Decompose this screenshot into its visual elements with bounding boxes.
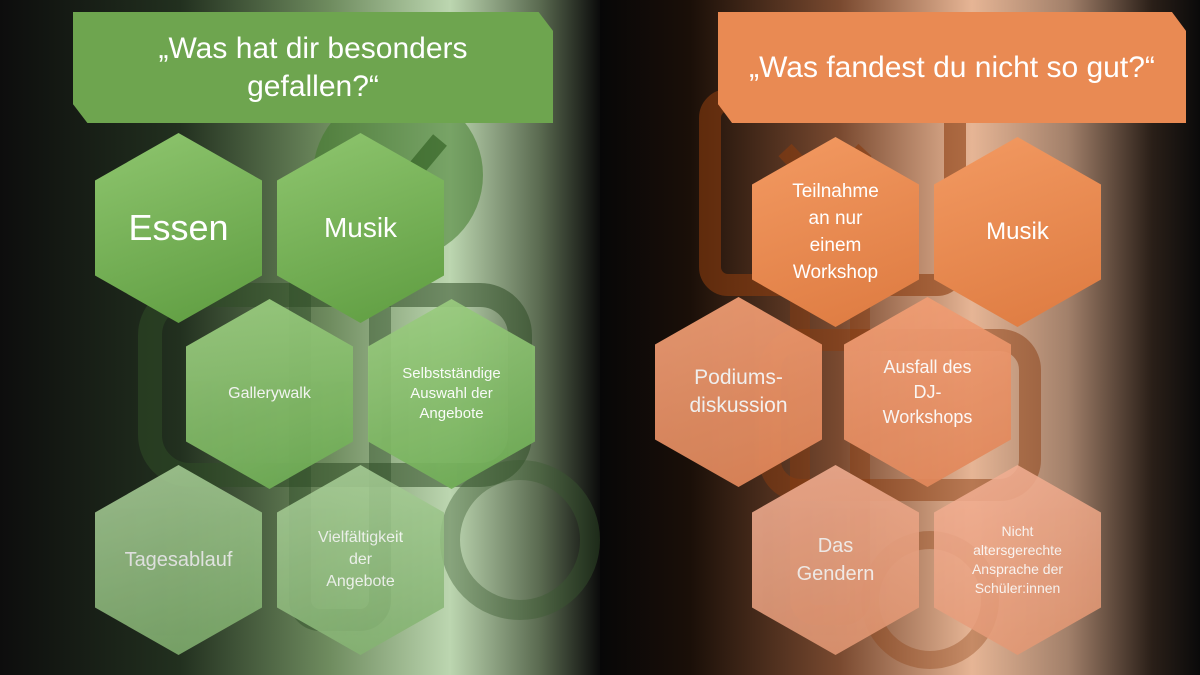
hex-label: Podiums- diskussion — [689, 366, 788, 417]
hex-label: Musik — [323, 212, 398, 243]
hex-label: Musik — [986, 218, 1049, 245]
title-banner-disliked: „Was fandest du nicht so gut?“ — [718, 12, 1186, 123]
right-panel: „Was fandest du nicht so gut?“ Teilnahme… — [600, 0, 1200, 675]
hex-label: Das Gendern — [796, 535, 875, 585]
hex-label: Teilnahme an nur einem Workshop — [792, 181, 879, 283]
hex-label: Nicht altersgerechte Ansprache der Schül… — [971, 523, 1064, 596]
title-disliked: „Was fandest du nicht so gut?“ — [749, 50, 1155, 84]
title-banner-liked: „Was hat dir besonders gefallen?“ — [73, 12, 553, 123]
hex-label: Selbstständige Auswahl der Angebote — [402, 365, 501, 422]
hex-label: Vielfältigkeit der Angebote — [317, 529, 404, 590]
hex-label: Ausfall des DJ- Workshops — [882, 356, 973, 427]
hex-label: Essen — [128, 207, 229, 248]
hex-label: Gallerywalk — [228, 385, 311, 402]
title-liked: „Was hat dir besonders gefallen?“ — [158, 31, 468, 103]
left-panel: „Was hat dir besonders gefallen?“ Essen … — [0, 0, 600, 675]
hex-label: Tagesablauf — [124, 548, 233, 571]
